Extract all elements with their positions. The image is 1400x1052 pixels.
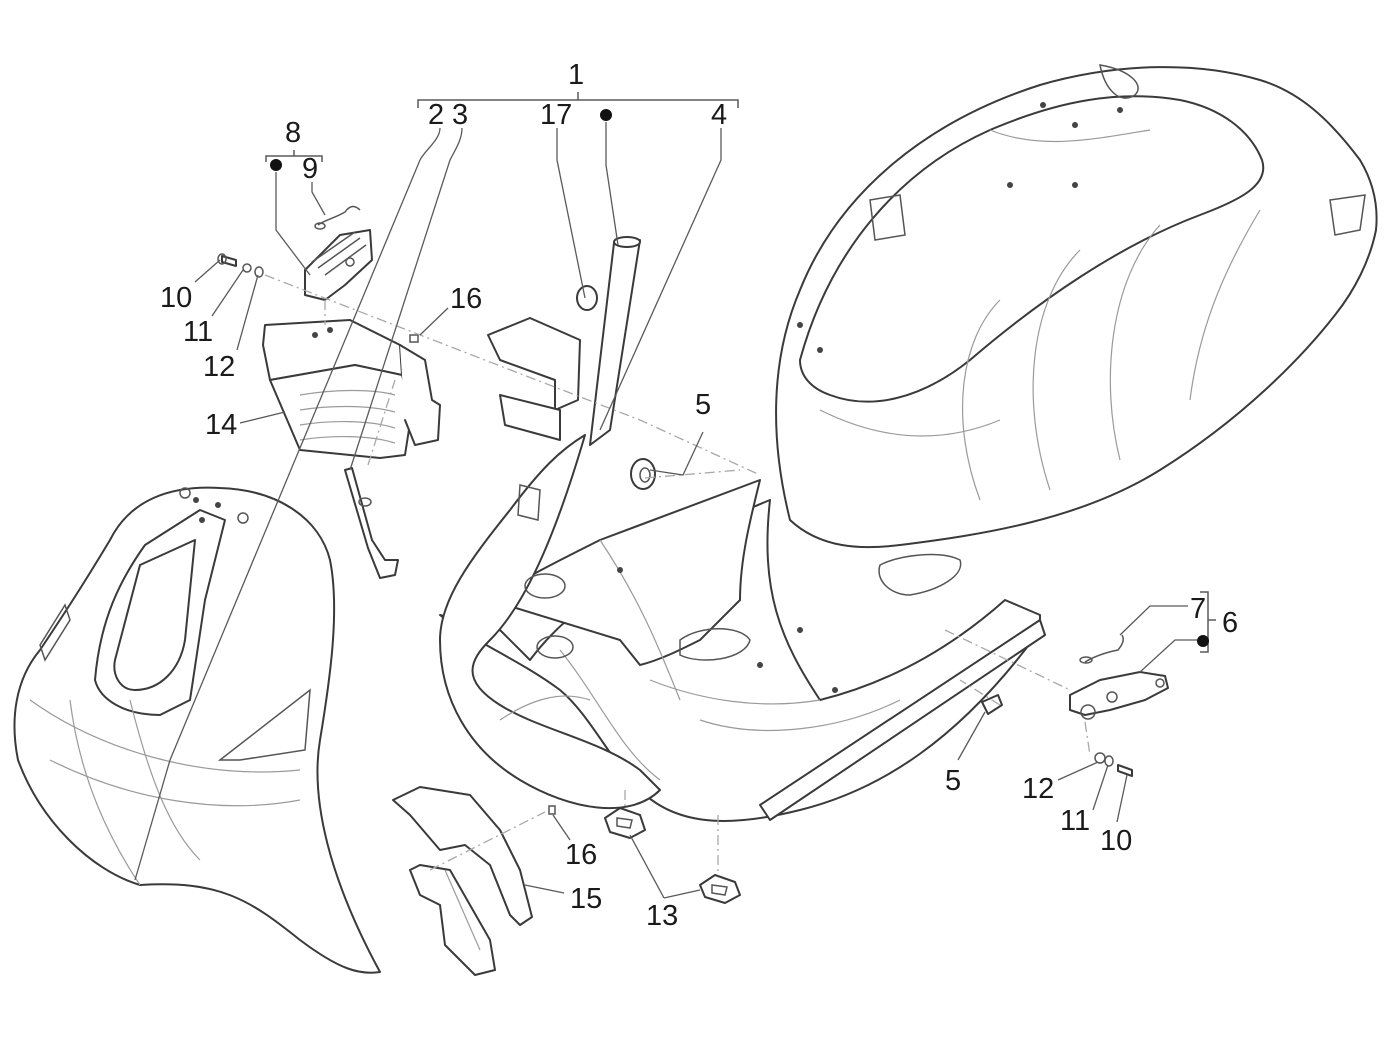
clip-nut-16-upper	[409, 334, 419, 343]
callout-5-lower: 5	[945, 765, 961, 797]
callout-10-left: 10	[160, 282, 192, 314]
callout-10-right: 10	[1100, 825, 1132, 857]
inner-shield-cover	[392, 786, 533, 976]
callout-16-upper: 16	[450, 283, 482, 315]
fasteners-right	[1094, 752, 1133, 777]
rubber-pads	[604, 807, 741, 904]
spring-clip-9	[317, 205, 361, 226]
clip-nut-16-lower	[548, 805, 556, 815]
fasteners-left	[217, 253, 264, 278]
glovebox-bracket	[262, 319, 441, 459]
callout-3: 3	[452, 99, 468, 131]
callout-12-right: 12	[1022, 773, 1054, 805]
callout-1-bullet	[600, 109, 612, 121]
callout-11-left: 11	[183, 316, 213, 348]
callout-1: 1	[568, 59, 584, 91]
callout-brackets	[265, 92, 1216, 653]
front-lock	[304, 229, 373, 301]
callout-17: 17	[540, 99, 572, 131]
callout-16-lower: 16	[565, 839, 597, 871]
callout-6: 6	[1222, 607, 1238, 639]
callout-8: 8	[285, 117, 301, 149]
callout-11-right: 11	[1060, 805, 1090, 837]
callout-5-upper: 5	[695, 389, 711, 421]
leader-lines	[134, 122, 1198, 899]
spring-clip-7-eye	[1079, 656, 1093, 664]
spring-clip-7	[1084, 634, 1124, 663]
spring-clip-9-eye	[314, 222, 326, 230]
rubber-plug	[981, 694, 1003, 715]
frame-floor	[439, 479, 1046, 823]
front-leg-shield	[13, 486, 381, 974]
callout-13: 13	[646, 900, 678, 932]
callout-7: 7	[1190, 593, 1206, 625]
callout-8-bullet	[270, 159, 282, 171]
callout-6-bullet	[1197, 635, 1209, 647]
rear-body-shell	[775, 64, 1378, 549]
grommet-plug	[630, 458, 656, 490]
callout-2: 2	[428, 99, 444, 131]
callout-labels: 1 2 3 17 4 8 9 10 11 12 16 14 5 5 7 6 12…	[160, 59, 1238, 932]
callout-12-left: 12	[203, 351, 235, 383]
callout-4: 4	[711, 99, 727, 131]
support-arm	[344, 467, 399, 579]
steering-column	[439, 236, 661, 810]
callout-15: 15	[570, 883, 602, 915]
seat-lock	[1069, 671, 1169, 720]
assembly-lines	[264, 274, 1091, 875]
callout-9: 9	[302, 153, 318, 185]
callout-14: 14	[205, 409, 237, 441]
